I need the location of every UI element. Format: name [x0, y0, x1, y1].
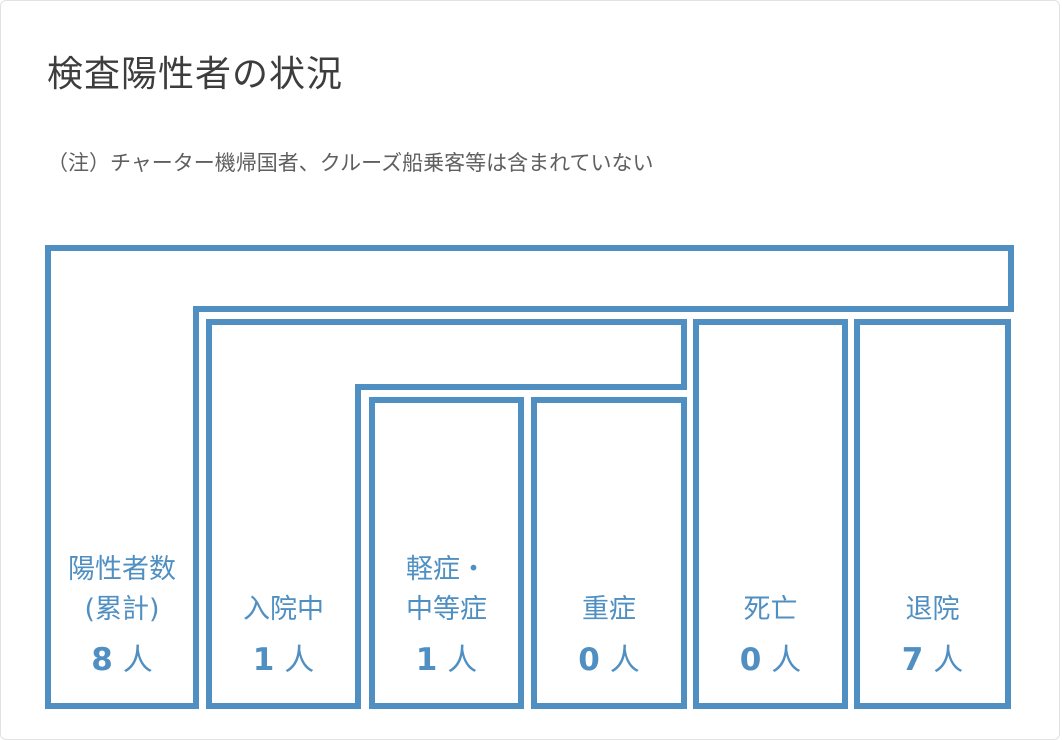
label-positive: 陽性者数 (累計) [48, 550, 196, 630]
value-positive: 8 [91, 642, 113, 678]
value-deceased: 0 [739, 642, 762, 678]
value-mild: 1 [415, 642, 438, 678]
label-positive-line1: 陽性者数 [68, 554, 176, 585]
value-hospitalized: 1 [252, 642, 275, 678]
page-title: 検査陽性者の状況 [47, 54, 344, 95]
label-mild-line2: 中等症 [406, 594, 487, 625]
value-severe: 0 [578, 642, 600, 678]
label-discharged: 退院 [857, 590, 1008, 630]
unit-discharged: 人 [933, 643, 964, 678]
unit-mild: 人 [447, 643, 478, 678]
label-hospitalized: 入院中 [209, 590, 358, 630]
note-text: （注）チャーター機帰国者、クルーズ船乗客等は含まれていない [47, 151, 654, 175]
unit-severe: 人 [609, 643, 640, 678]
frame-positive [45, 245, 1014, 709]
unit-positive: 人 [122, 643, 153, 678]
frame-mild [369, 397, 524, 709]
frame-severe [531, 397, 687, 709]
label-deceased-line1: 死亡 [743, 594, 798, 625]
label-mild: 軽症・ 中等症 [372, 550, 521, 630]
label-deceased: 死亡 [696, 590, 845, 630]
label-hospitalized-line1: 入院中 [243, 594, 324, 625]
frame-discharged [854, 319, 1011, 709]
frame-deceased [693, 319, 848, 709]
frame-hospitalized [206, 319, 687, 709]
label-severe-line1: 重症 [582, 594, 636, 625]
label-positive-line2: (累計) [84, 594, 160, 625]
label-discharged-line1: 退院 [905, 594, 960, 625]
value-discharged: 7 [901, 642, 924, 678]
label-severe: 重症 [534, 590, 684, 630]
label-mild-line1: 軽症・ [406, 554, 487, 585]
unit-deceased: 人 [771, 643, 802, 678]
unit-hospitalized: 人 [284, 643, 315, 678]
